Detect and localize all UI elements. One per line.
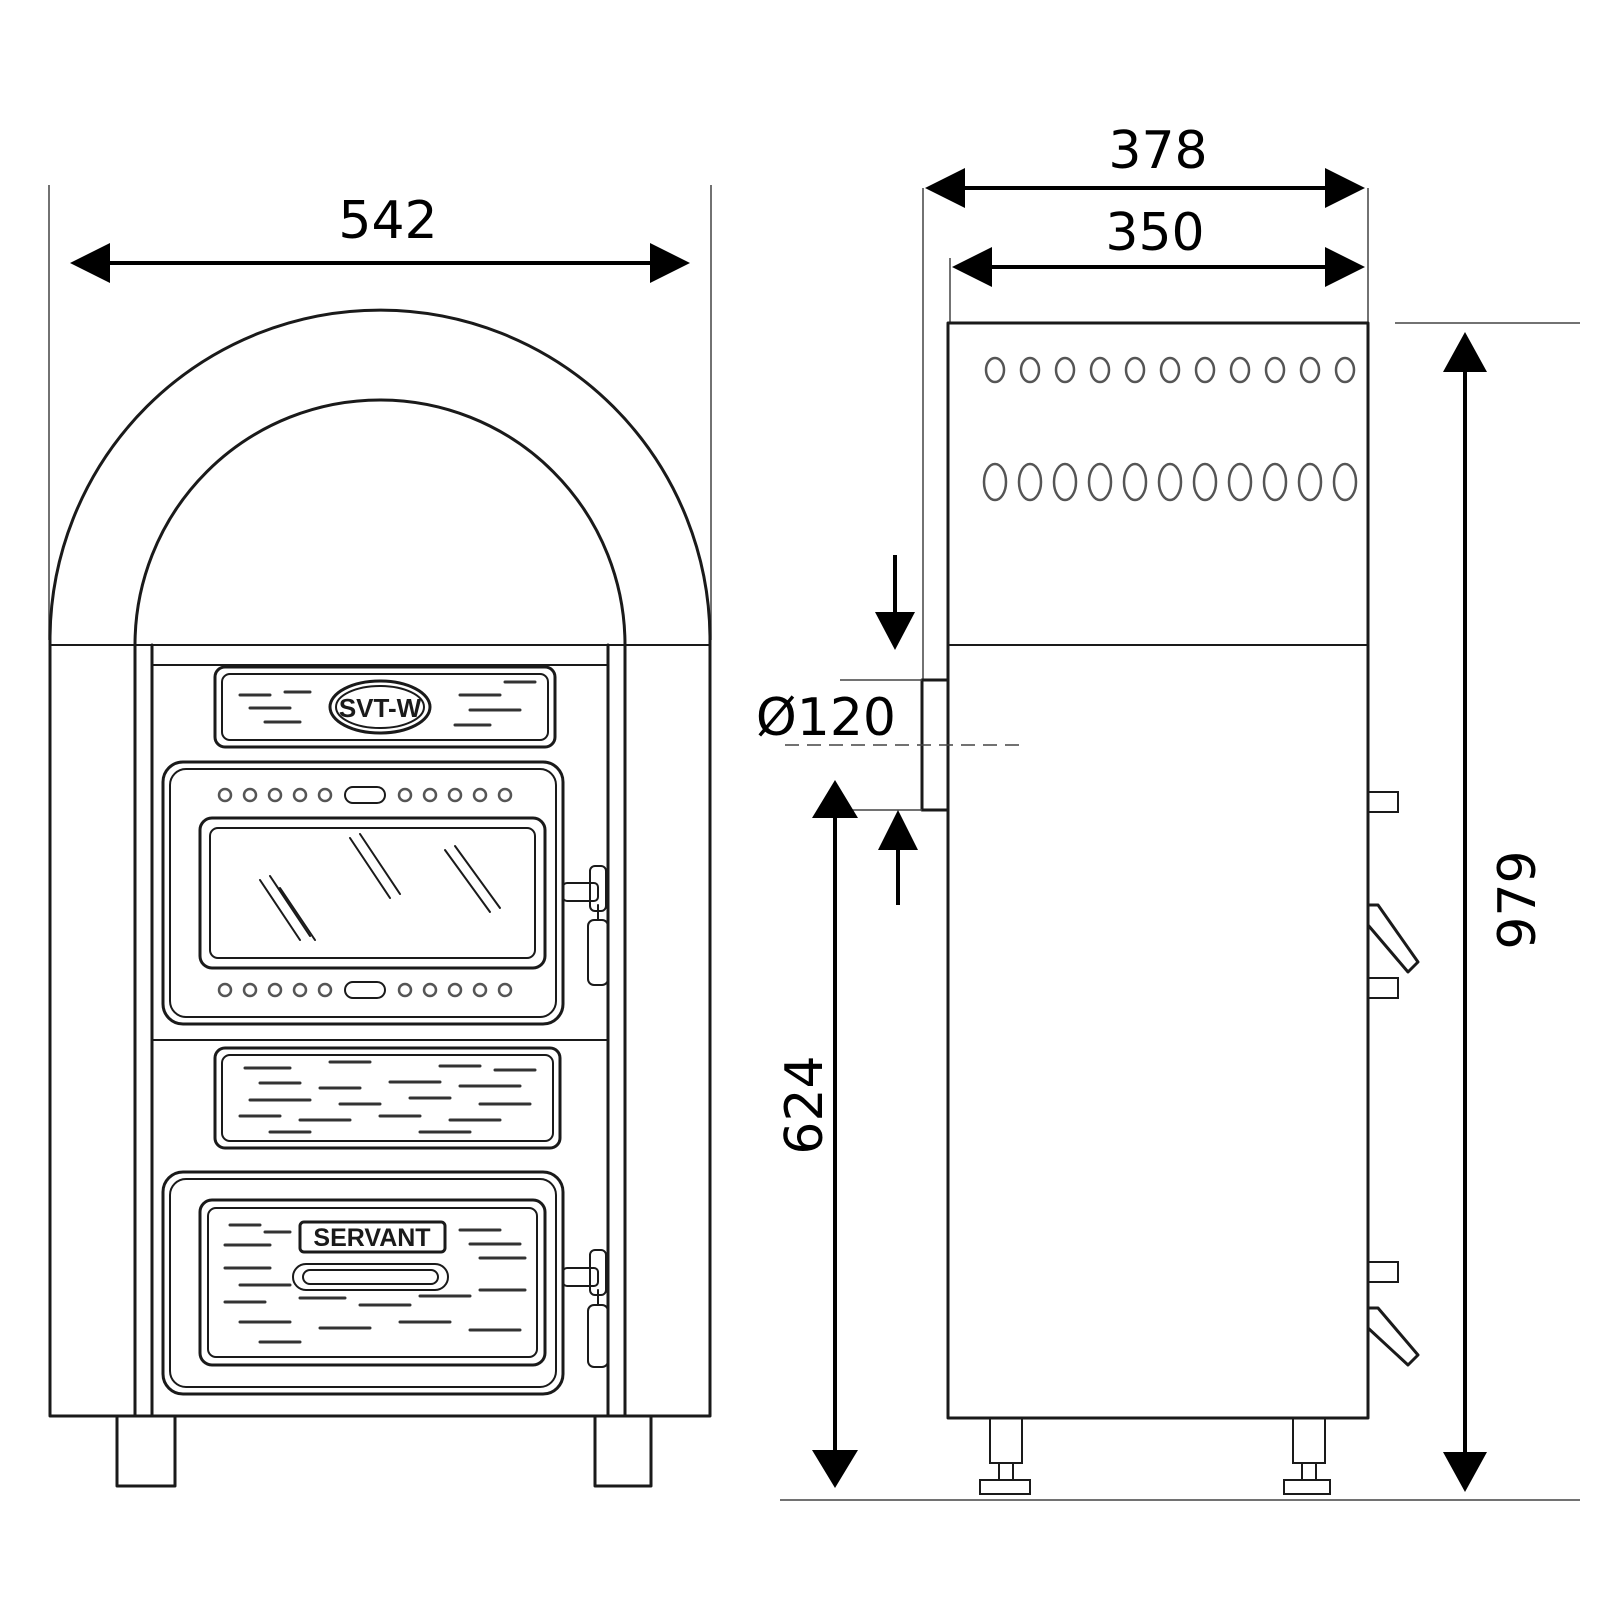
side-vent-holes-row-2 (982, 462, 1358, 502)
middle-panel-texture (238, 1060, 537, 1134)
front-width-dimension: 542 (70, 191, 690, 283)
side-view: 378 350 (756, 121, 1580, 1501)
glass-reflection (259, 833, 501, 941)
side-fitting-middle (1367, 977, 1399, 999)
front-width-label: 542 (338, 191, 437, 251)
fire-door-handle (562, 865, 609, 986)
ash-door-handle (562, 1249, 609, 1368)
upper-badge-oval (328, 679, 432, 735)
air-slider-bottom (344, 981, 386, 999)
panel-texture (238, 680, 537, 727)
front-left-foot (115, 1414, 177, 1488)
upper-nameplate-panel: SVT-W (213, 665, 557, 749)
lower-badge-plate (298, 1220, 447, 1254)
door-glass-window (198, 816, 547, 970)
body-depth-label: 350 (1105, 203, 1204, 263)
ash-door-texture (223, 1223, 527, 1344)
total-depth-dimension: 378 (925, 121, 1365, 208)
side-body-outline (946, 321, 1370, 1420)
side-ash-door-handle (1366, 1306, 1420, 1367)
ash-door: SERVANT (161, 1170, 609, 1396)
flue-height-label: 624 (775, 1055, 835, 1154)
flue-height-dimension: 624 (775, 780, 858, 1488)
lower-badge-text: SERVANT (313, 1224, 430, 1252)
side-fire-door-handle (1366, 903, 1420, 974)
front-right-foot (593, 1414, 653, 1488)
side-front-foot (1283, 1417, 1331, 1495)
side-fitting-upper (1367, 791, 1399, 813)
total-height-label: 979 (1488, 850, 1548, 949)
side-fitting-lower (1367, 1261, 1399, 1283)
flue-diameter-dimension: Ø120 (756, 555, 918, 905)
stove-body-outline (48, 308, 712, 1418)
side-vent-holes-row-1 (984, 356, 1356, 384)
door-vent-holes-bottom (217, 981, 513, 999)
stove-inner-arch (133, 398, 627, 647)
body-depth-dimension: 350 (952, 203, 1365, 287)
side-rear-foot (979, 1417, 1031, 1495)
upper-badge-text: SVT-W (339, 693, 422, 723)
total-height-dimension: 979 (1443, 332, 1548, 1492)
total-depth-label: 378 (1108, 121, 1207, 181)
air-slider-top (344, 786, 386, 804)
ash-air-slot (292, 1263, 449, 1291)
fire-door (161, 760, 609, 1026)
front-view: 542 SVT-W (48, 185, 712, 1488)
middle-panel (213, 1046, 562, 1150)
flue-diameter-label: Ø120 (756, 688, 896, 748)
door-vent-holes-top (217, 786, 513, 804)
